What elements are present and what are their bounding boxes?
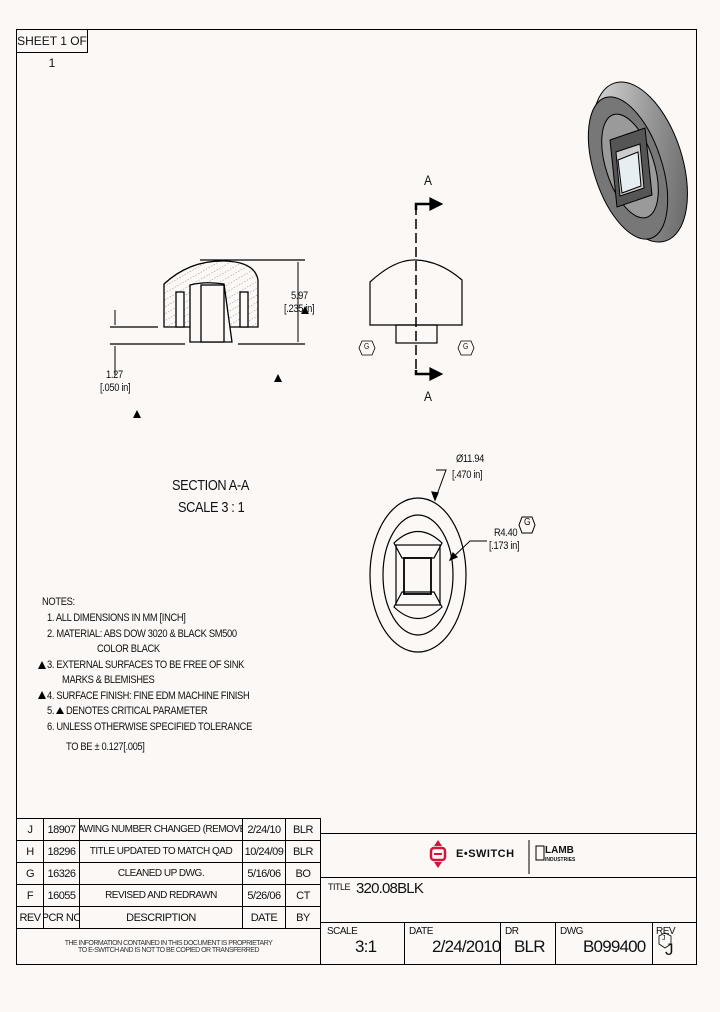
date-cell: 2/24/10 [242,818,286,841]
scale-label: SCALE [327,926,358,937]
notice-line: THE INFORMATION CONTAINED IN THIS DOCUME… [64,939,273,947]
note-item: 2. MATERIAL: ABS DOW 3020 & BLACK SM500 [47,628,237,640]
diameter-dim-mm: Ø11.94 [456,453,484,465]
lamb-logo-subtext: INDUSTRIES [545,857,576,863]
description-cell: TITLE UPDATED TO MATCH QAD [79,840,243,863]
note-item: 1. ALL DIMENSIONS IN MM [INCH] [47,612,186,624]
by-cell: BLR [285,840,321,863]
sheet-label: SHEET 1 OF 1 [16,29,88,70]
date-label: DATE [409,926,433,937]
rev-cell: H [16,840,44,863]
revision-tag-icon: G [364,342,369,351]
revision-tag-icon: J [662,935,666,942]
note-item: 5. [47,705,55,717]
dwg-value: B099400 [583,937,646,956]
note-item: DENOTES CRITICAL PARAMETER [66,705,208,717]
pcr-cell: 16055 [43,884,80,907]
section-marker-bottom: A [424,388,432,404]
title-value: 320.08BLK [356,880,424,897]
step-dim-mm: 1.27 [106,369,123,381]
header-pcr: PCR NO [43,906,80,929]
step-dim-in: [.050 in] [100,382,131,394]
by-cell: BO [285,862,321,885]
diameter-dim-in: [.470 in] [452,469,483,481]
description-cell: CLEANED UP DWG. [79,862,243,885]
note-item: TO BE ± 0.127[.005] [66,741,145,753]
title-label: TITLE [328,882,351,892]
notes-heading: NOTES: [42,596,75,608]
dr-label: DR [505,926,519,937]
rev-cell: G [16,862,44,885]
rev-cell: J [16,818,44,841]
scale-value: 3:1 [355,937,377,956]
lamb-logo-text: LAMB [545,845,574,856]
radius-dim-mm: R4.40 [494,527,518,539]
section-title: SECTION A-A [172,477,250,494]
header-date: DATE [242,906,286,929]
proprietary-notice: THE INFORMATION CONTAINED IN THIS DOCUME… [16,928,321,965]
note-item: COLOR BLACK [97,643,160,655]
note-item: 4. SURFACE FINISH: FINE EDM MACHINE FINI… [47,690,250,702]
note-item: 3. EXTERNAL SURFACES TO BE FREE OF SINK [47,659,245,671]
date-cell: 10/24/09 [242,840,286,863]
critical-parameter-icon [38,306,309,714]
revision-tag-icon: G [463,342,468,351]
dwg-label: DWG [560,926,583,937]
height-dim-in: [.235 in] [284,303,315,315]
side-view [358,197,475,381]
date-cell: 5/16/06 [242,862,286,885]
radius-dim-in: [.173 in] [489,540,520,552]
header-description: DESCRIPTION [79,906,243,929]
by-cell: CT [285,884,321,907]
header-by: BY [285,906,321,929]
section-marker-top: A [424,172,432,188]
description-cell: REVISED AND REDRAWN [79,884,243,907]
notice-line: TO E-SWITCH AND IS NOT TO BE COPIED OR T… [78,946,259,954]
height-dim-mm: 5.97 [291,290,308,302]
rev-label: REV [656,926,676,937]
top-view [369,469,672,949]
pcr-cell: 16326 [43,862,80,885]
rev-value: J [665,940,673,959]
dr-value: BLR [514,937,545,956]
note-item: 6. UNLESS OTHERWISE SPECIFIED TOLERANCE [47,721,252,733]
revision-tag-icon: G [524,517,531,528]
section-view [110,259,305,375]
note-item: MARKS & BLEMISHES [62,674,155,686]
eswitch-logo-text: E•SWITCH [456,848,515,860]
header-rev: REV [16,906,44,929]
section-scale: SCALE 3 : 1 [178,499,245,516]
rev-cell: F [16,884,44,907]
isometric-3d-view [587,81,688,243]
description-cell: DRAWING NUMBER CHANGED (REMOVE H) [79,818,243,841]
pcr-cell: 18907 [43,818,80,841]
by-cell: BLR [285,818,321,841]
date-cell: 5/26/06 [242,884,286,907]
pcr-cell: 18296 [43,840,80,863]
date-value: 2/24/2010 [432,937,501,956]
